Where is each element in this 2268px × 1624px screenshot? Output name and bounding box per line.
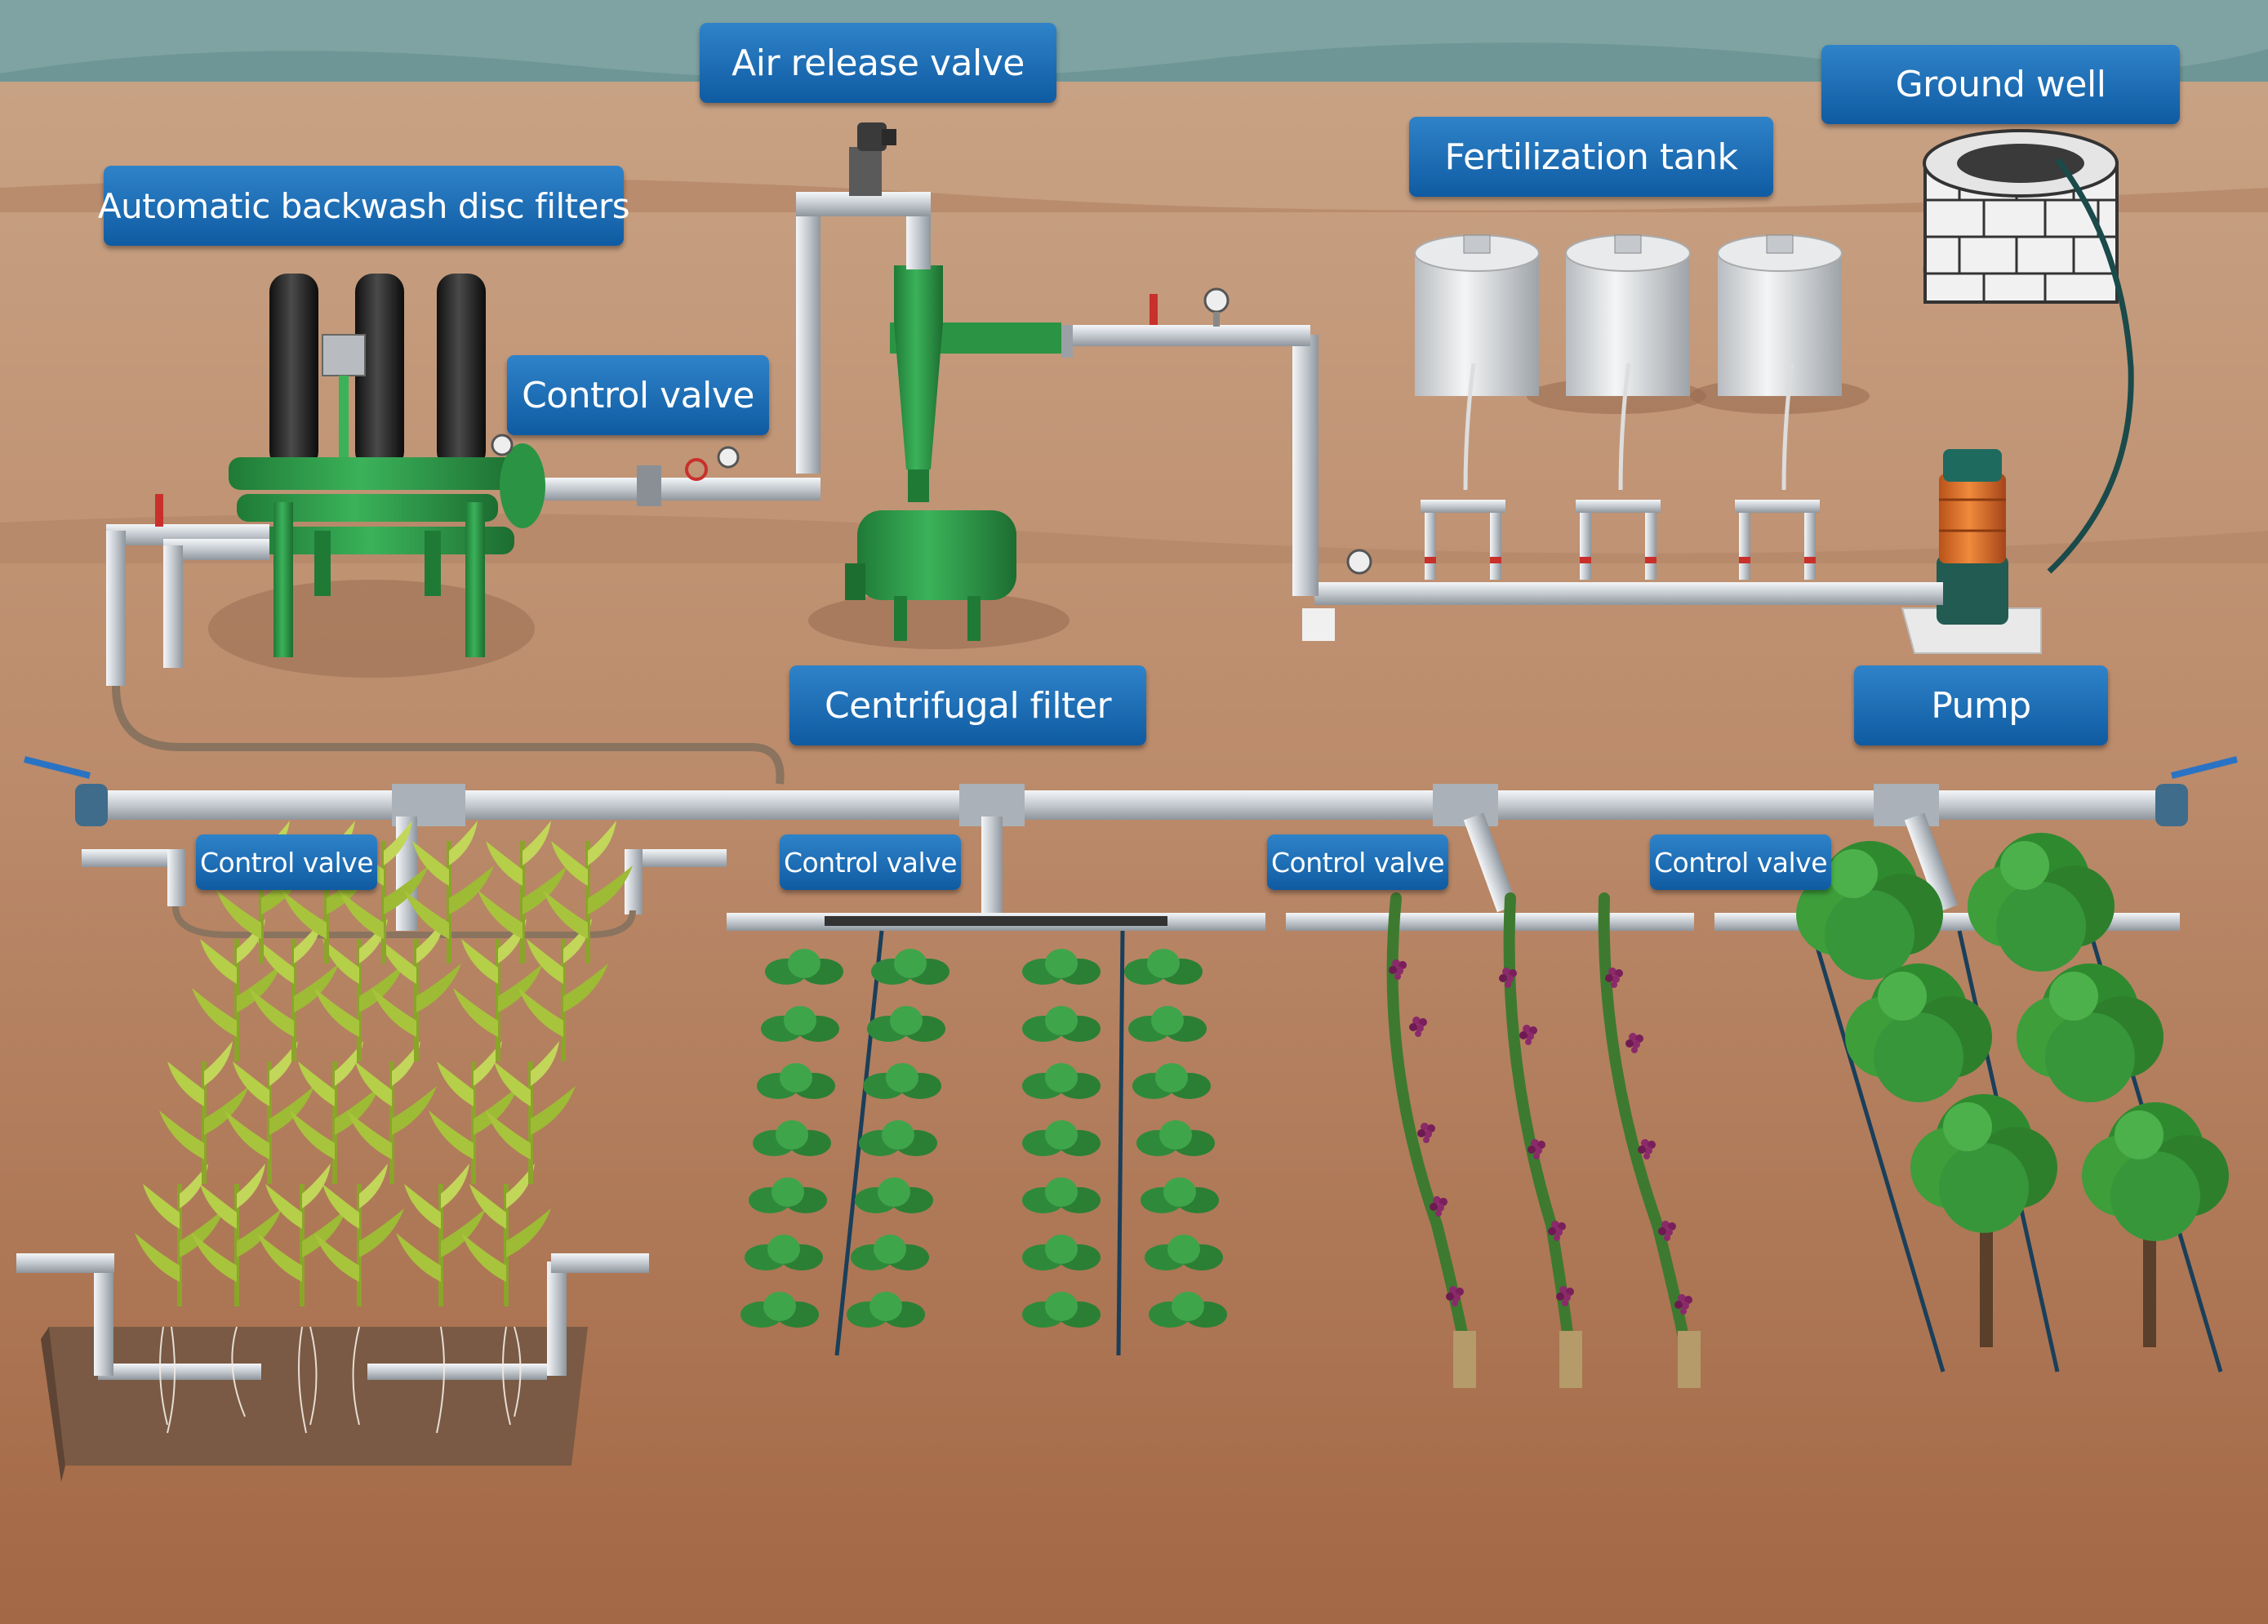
label-air-release-valve: Air release valve bbox=[700, 23, 1056, 103]
disc-filters-unit bbox=[106, 274, 785, 785]
fertilization-tank-3 bbox=[1717, 234, 1843, 491]
field-orchard bbox=[1714, 833, 2229, 1373]
label-disc-filters: Automatic backwash disc filters bbox=[98, 166, 630, 246]
field-vegetables bbox=[727, 913, 1265, 1356]
label-control-valve-main: Control valve bbox=[507, 355, 769, 435]
label-control-valve-2: Control valve bbox=[780, 834, 961, 890]
label-fertilization-tank: Fertilization tank bbox=[1409, 117, 1773, 197]
soil-ridge-2 bbox=[0, 513, 2268, 563]
label-control-valve-3: Control valve bbox=[1267, 834, 1448, 890]
main-distribution-pipe bbox=[24, 756, 2238, 931]
field-grapes bbox=[1286, 892, 1701, 1388]
label-control-valve-1: Control valve bbox=[196, 834, 377, 890]
fertilization-tanks bbox=[1414, 234, 1870, 580]
label-pump: Pump bbox=[1854, 665, 2108, 745]
fertilization-tank-1 bbox=[1414, 234, 1540, 491]
fertilization-tank-2 bbox=[1565, 234, 1691, 491]
label-ground-well: Ground well bbox=[1821, 45, 2180, 124]
label-centrifugal-filter: Centrifugal filter bbox=[789, 665, 1146, 745]
label-control-valve-4: Control valve bbox=[1650, 834, 1831, 890]
ground-well bbox=[1923, 129, 2134, 574]
upper-pipework bbox=[539, 122, 1943, 649]
centrifugal-filter-unit bbox=[808, 265, 1070, 649]
field-corn bbox=[16, 821, 727, 1482]
pump bbox=[1901, 449, 2042, 654]
